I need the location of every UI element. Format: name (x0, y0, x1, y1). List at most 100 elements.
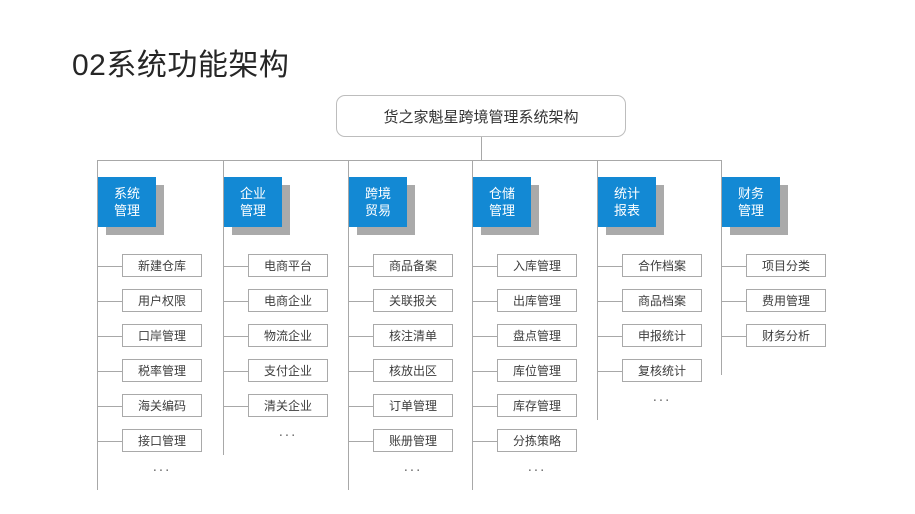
leaf-node-label: 订单管理 (388, 399, 437, 413)
leaf-connector (349, 265, 373, 267)
leaf-node-label: 税率管理 (137, 364, 186, 378)
leaf-connector (349, 335, 373, 337)
category-label-line: 跨境 (364, 186, 391, 201)
leaf-connector (473, 405, 497, 407)
leaf-connector (473, 440, 497, 442)
column-1-spine (97, 160, 98, 490)
category-label-line: 统计 (613, 186, 640, 201)
leaf-node-label: 库位管理 (512, 364, 561, 378)
leaf-node-label: 商品档案 (637, 294, 686, 308)
leaf-node[interactable]: 支付企业 (248, 359, 328, 382)
column-5-spine (597, 160, 598, 420)
category-label-line: 报表 (613, 203, 640, 218)
leaf-node[interactable]: 税率管理 (122, 359, 202, 382)
leaf-connector (98, 265, 122, 267)
leaf-node[interactable]: 订单管理 (373, 394, 453, 417)
leaf-node[interactable]: 海关编码 (122, 394, 202, 417)
leaf-node[interactable]: 库位管理 (497, 359, 577, 382)
leaf-node-label: 口岸管理 (137, 329, 186, 343)
leaf-node[interactable]: 电商企业 (248, 289, 328, 312)
category-node-box[interactable]: 系统管理 (98, 177, 156, 227)
category-label-line: 仓储 (488, 186, 515, 201)
leaf-node[interactable]: 账册管理 (373, 429, 453, 452)
leaf-node[interactable]: 核放出区 (373, 359, 453, 382)
leaf-connector (473, 370, 497, 372)
category-label-line: 财务 (737, 186, 764, 201)
leaf-node-label: 支付企业 (263, 364, 312, 378)
category-node-4[interactable]: 仓储管理 (473, 177, 539, 235)
leaf-connector (349, 405, 373, 407)
leaf-node-label: 商品备案 (388, 259, 437, 273)
column-3-spine (348, 160, 349, 490)
category-node-box[interactable]: 仓储管理 (473, 177, 531, 227)
leaf-node[interactable]: 申报统计 (622, 324, 702, 347)
leaf-node[interactable]: 接口管理 (122, 429, 202, 452)
category-label-line: 贸易 (364, 203, 391, 218)
leaf-connector (349, 370, 373, 372)
page-title: 02系统功能架构 (72, 49, 290, 82)
leaf-connector (98, 370, 122, 372)
leaf-node-label: 关联报关 (388, 294, 437, 308)
leaf-node[interactable]: 入库管理 (497, 254, 577, 277)
leaf-node[interactable]: 费用管理 (746, 289, 826, 312)
leaf-connector (598, 370, 622, 372)
leaf-connector (598, 300, 622, 302)
category-label-line: 管理 (488, 203, 515, 218)
root-node-label: 货之家魁星跨境管理系统架构 (383, 108, 579, 126)
column-6-spine (721, 160, 722, 375)
leaf-node[interactable]: 清关企业 (248, 394, 328, 417)
category-label-line: 系统 (113, 186, 140, 201)
leaf-node[interactable]: 合作档案 (622, 254, 702, 277)
leaf-node[interactable]: 口岸管理 (122, 324, 202, 347)
category-node-3[interactable]: 跨境贸易 (349, 177, 415, 235)
leaf-connector (598, 265, 622, 267)
leaf-connector (473, 335, 497, 337)
category-label-line: 管理 (113, 203, 140, 218)
category-node-box[interactable]: 财务管理 (722, 177, 780, 227)
leaf-node[interactable]: 商品备案 (373, 254, 453, 277)
leaf-node[interactable]: 核注清单 (373, 324, 453, 347)
leaf-node[interactable]: 商品档案 (622, 289, 702, 312)
category-node-box[interactable]: 统计报表 (598, 177, 656, 227)
category-node-2[interactable]: 企业管理 (224, 177, 290, 235)
branch-bus (97, 160, 721, 161)
leaf-node[interactable]: 关联报关 (373, 289, 453, 312)
leaf-node-label: 分拣策略 (512, 434, 561, 448)
leaf-node-label: 费用管理 (761, 294, 810, 308)
column-ellipsis: ... (403, 458, 423, 475)
leaf-node[interactable]: 新建仓库 (122, 254, 202, 277)
leaf-connector (349, 300, 373, 302)
category-node-6[interactable]: 财务管理 (722, 177, 788, 235)
leaf-node-label: 库存管理 (512, 399, 561, 413)
leaf-node[interactable]: 库存管理 (497, 394, 577, 417)
leaf-node-label: 接口管理 (137, 434, 186, 448)
leaf-node[interactable]: 出库管理 (497, 289, 577, 312)
leaf-node-label: 用户权限 (137, 294, 186, 308)
column-2-spine (223, 160, 224, 455)
leaf-connector (98, 300, 122, 302)
leaf-node[interactable]: 电商平台 (248, 254, 328, 277)
leaf-node-label: 账册管理 (388, 434, 437, 448)
leaf-node-label: 核放出区 (388, 364, 437, 378)
category-label-line: 管理 (239, 203, 266, 218)
leaf-node-label: 入库管理 (512, 259, 561, 273)
leaf-node-label: 财务分析 (761, 329, 810, 343)
leaf-node[interactable]: 物流企业 (248, 324, 328, 347)
leaf-node-label: 出库管理 (512, 294, 561, 308)
leaf-node-label: 新建仓库 (137, 259, 186, 273)
leaf-connector (98, 405, 122, 407)
category-node-box[interactable]: 跨境贸易 (349, 177, 407, 227)
category-node-5[interactable]: 统计报表 (598, 177, 664, 235)
category-node-1[interactable]: 系统管理 (98, 177, 164, 235)
leaf-node[interactable]: 盘点管理 (497, 324, 577, 347)
leaf-node[interactable]: 复核统计 (622, 359, 702, 382)
leaf-connector (349, 440, 373, 442)
leaf-node[interactable]: 项目分类 (746, 254, 826, 277)
leaf-node[interactable]: 财务分析 (746, 324, 826, 347)
root-node[interactable]: 货之家魁星跨境管理系统架构 (336, 95, 626, 137)
leaf-node[interactable]: 分拣策略 (497, 429, 577, 452)
leaf-node[interactable]: 用户权限 (122, 289, 202, 312)
column-ellipsis: ... (152, 458, 172, 475)
category-node-box[interactable]: 企业管理 (224, 177, 282, 227)
